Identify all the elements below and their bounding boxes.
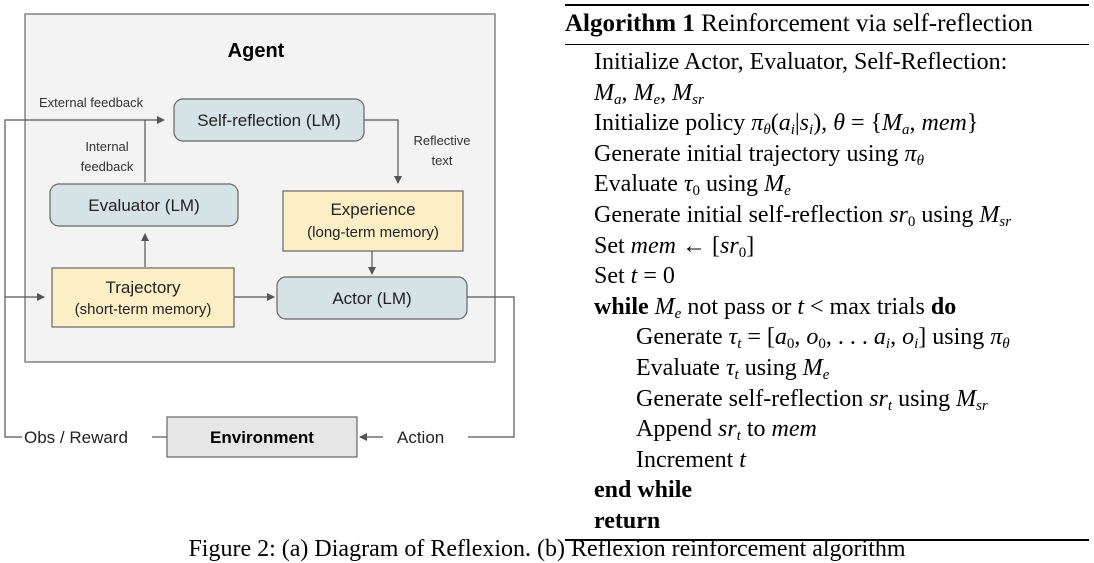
algo-line-3: Initialize policy πθ(ai|si), θ = {Ma, me… bbox=[594, 110, 979, 139]
algo-line-6: Generate initial self-reflection sr0 usi… bbox=[594, 201, 1012, 230]
experience-sublabel: (long-term memory) bbox=[307, 224, 439, 241]
obs-to-rail-line bbox=[4, 428, 22, 438]
trajectory-label: Trajectory bbox=[106, 278, 181, 297]
algorithm-number: Algorithm 1 bbox=[565, 10, 695, 37]
algo-line-5: Evaluate τ0 using Me bbox=[594, 171, 791, 200]
figure-caption: Figure 2: (a) Diagram of Reflexion. (b) … bbox=[188, 536, 906, 562]
trajectory-box bbox=[51, 267, 235, 328]
algorithm-block: Algorithm 1 Reinforcement via self-refle… bbox=[565, 4, 1089, 541]
experience-label: Experience bbox=[330, 200, 415, 219]
agent-label: Agent bbox=[228, 40, 285, 62]
external-feedback-line bbox=[4, 116, 165, 428]
algo-line-13: Append srt to mem bbox=[636, 416, 817, 445]
reflective-text-label-1: Reflective bbox=[413, 133, 470, 148]
self-reflection-label: Self-reflection (LM) bbox=[197, 111, 341, 130]
self-reflection-box bbox=[173, 98, 365, 142]
algo-line-16: return bbox=[594, 507, 661, 534]
algo-line-2: Ma, Me, Msr bbox=[594, 79, 704, 108]
reflexion-diagram: Agent Self-reflection (LM) Evaluator (LM… bbox=[4, 13, 515, 458]
internal-feedback-label-1: Internal bbox=[85, 139, 128, 154]
actor-box bbox=[276, 276, 468, 320]
action-label: Action bbox=[397, 428, 444, 447]
reflective-text-line bbox=[364, 119, 402, 184]
algo-line-9: while Me not pass or t < max trials do bbox=[594, 293, 957, 322]
algorithm-title: Algorithm 1 Reinforcement via self-refle… bbox=[565, 4, 1089, 45]
algo-line-1: Initialize Actor, Evaluator, Self-Reflec… bbox=[594, 49, 1008, 75]
algo-line-4: Generate initial trajectory using πθ bbox=[594, 140, 924, 169]
trajectory-sublabel: (short-term memory) bbox=[75, 301, 212, 318]
algo-line-11: Evaluate τt using Me bbox=[636, 354, 830, 383]
environment-label: Environment bbox=[210, 428, 314, 447]
evaluator-label: Evaluator (LM) bbox=[88, 196, 199, 215]
algo-line-14: Increment t bbox=[636, 446, 746, 473]
reflective-text-label-2: text bbox=[432, 153, 453, 168]
algo-line-7: Set mem ← [sr0] bbox=[594, 232, 755, 261]
algo-line-8: Set t = 0 bbox=[594, 263, 675, 290]
environment-box bbox=[166, 416, 358, 458]
internal-feedback-label-2: feedback bbox=[81, 159, 134, 174]
actor-to-action-line bbox=[467, 296, 515, 438]
obs-reward-label: Obs / Reward bbox=[24, 428, 128, 447]
algo-line-10: Generate τt = [a0, o0, . . . ai, oi] usi… bbox=[636, 324, 1010, 353]
algo-line-12: Generate self-reflection srt using Msr bbox=[636, 385, 988, 414]
experience-box bbox=[282, 190, 464, 252]
actor-label: Actor (LM) bbox=[332, 289, 411, 308]
evaluator-box bbox=[49, 183, 239, 227]
algo-line-15: end while bbox=[594, 477, 693, 504]
external-feedback-label: External feedback bbox=[39, 95, 144, 110]
algorithm-title-text: Reinforcement via self-reflection bbox=[701, 10, 1033, 37]
